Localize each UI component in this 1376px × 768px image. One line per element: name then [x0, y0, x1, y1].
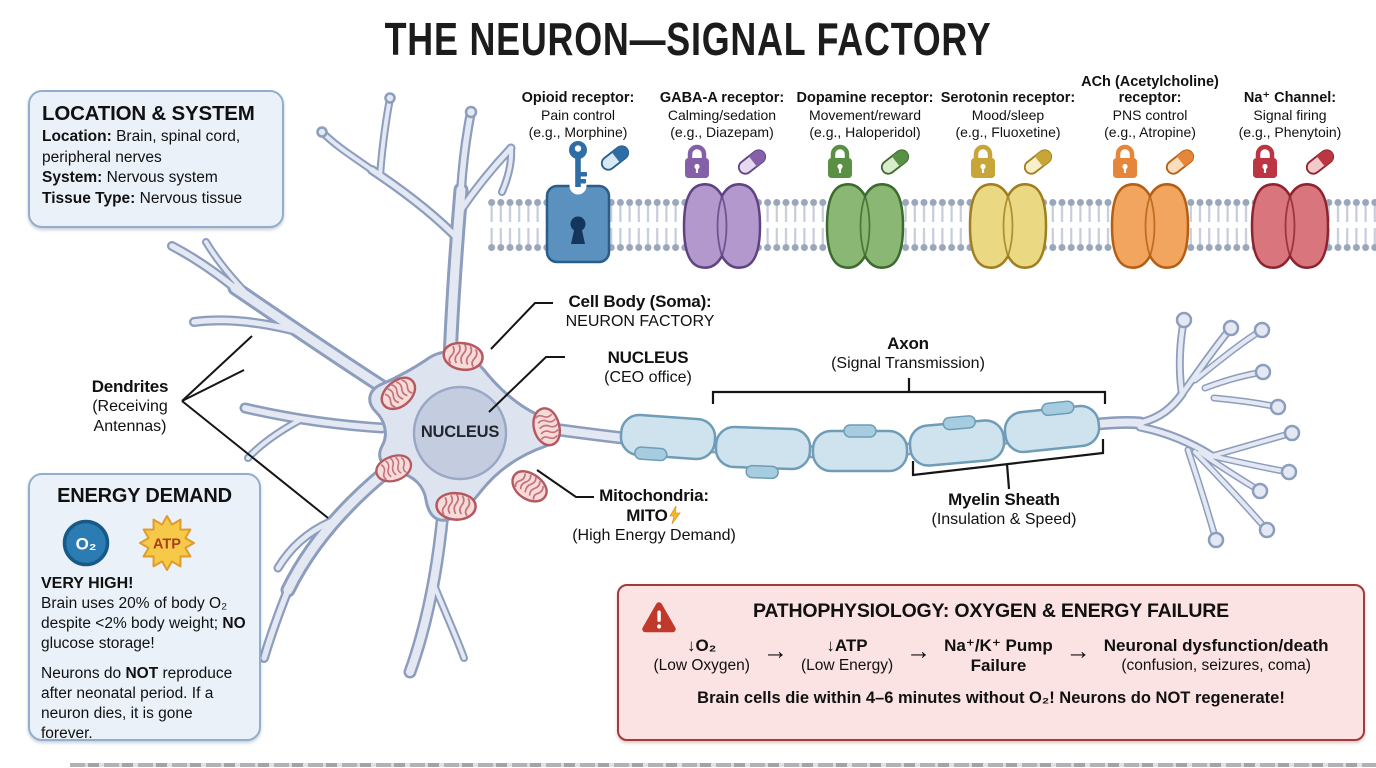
lock-icon: [1253, 144, 1277, 178]
pill-icon: [600, 145, 630, 171]
receptor-name: Serotonin receptor:: [940, 90, 1076, 106]
receptor-column-sodium: Na⁺ Channel: Signal firing (e.g., Phenyt…: [1212, 74, 1368, 289]
receptor-column-ach: ACh (Acetylcholine) receptor: PNS contro…: [1072, 74, 1228, 289]
schwann-knob: [942, 415, 976, 431]
page-title: THE NEURON—SIGNAL FACTORY: [384, 13, 992, 65]
receptor-function: Signal firing: [1253, 107, 1327, 123]
schwann-knob: [745, 464, 779, 480]
lock-icon: [828, 144, 852, 178]
lock-icon: [971, 144, 995, 178]
svg-text:ATP: ATP: [153, 537, 181, 553]
receptor-column-opioid: Opioid receptor: Pain control (e.g., Mor…: [500, 74, 656, 289]
svg-text:O₂: O₂: [76, 535, 97, 554]
panel-title: ENERGY DEMAND: [57, 485, 232, 507]
label-nucleus: NUCLEUS (CEO office): [604, 348, 692, 386]
label-dendrites: Dendrites (Receiving Antennas): [91, 377, 169, 435]
schwann-knob: [1041, 400, 1075, 417]
label-myelin-sheath: Myelin Sheath (Insulation & Speed): [931, 490, 1077, 528]
nucleus-caption: NUCLEUS: [420, 423, 500, 441]
receptor-example: (e.g., Atropine): [1104, 123, 1196, 140]
patho-footer: Brain cells die within 4–6 minutes witho…: [697, 689, 1285, 707]
patho-step: Na⁺/K⁺ Pump Failure: [944, 636, 1053, 675]
warning-icon: [642, 602, 676, 633]
lock-icon: [1113, 144, 1137, 178]
tissue-row: Tissue Type: Nervous tissue: [42, 189, 243, 207]
patho-title: PATHOPHYSIOLOGY: OXYGEN & ENERGY FAILURE: [753, 600, 1229, 622]
energy-demand-panel: ENERGY DEMAND O₂ ATP VERY HIGH! Brain us…: [28, 473, 261, 742]
receptor-function: PNS control: [1112, 107, 1188, 123]
receptor-column-serotonin: Serotonin receptor: Mood/sleep (e.g., Fl…: [930, 74, 1086, 289]
receptor-shape: [1250, 144, 1335, 269]
energy-paragraph-2: Neurons do NOT reproduce after neonatal …: [41, 665, 233, 742]
pill-icon: [737, 149, 767, 175]
myelin-segment: [908, 419, 1006, 467]
receptor-example: (e.g., Morphine): [528, 123, 628, 140]
receptor-name: ACh (Acetylcholine) receptor:: [1081, 74, 1219, 106]
patho-step: ↓O₂ (Low Oxygen): [653, 636, 750, 674]
arrow-icon: →: [762, 637, 788, 665]
cell-membrane: [487, 197, 1376, 253]
label-cell-body: Cell Body (Soma): NEURON FACTORY: [565, 292, 715, 330]
arrow-icon: →: [1065, 637, 1091, 665]
brackets: [711, 378, 1107, 490]
lightning-icon: [668, 505, 681, 525]
pill-icon: [1305, 149, 1335, 175]
mitochondrion: [371, 449, 416, 488]
mitochondrion: [440, 339, 486, 374]
receptor-example: (e.g., Haloperidol): [809, 123, 921, 140]
receptor-name: Na⁺ Channel:: [1243, 90, 1337, 106]
lock-icon: [685, 144, 709, 178]
mitochondrion: [528, 404, 565, 450]
lipid-bilayer: [487, 197, 1376, 253]
myelin-segment: [714, 425, 812, 471]
myelin-segment: [619, 413, 717, 461]
myelin-segment: [1003, 404, 1101, 454]
receptor-shape: [825, 144, 910, 269]
energy-headline: VERY HIGH!: [41, 575, 134, 592]
pathophysiology-panel: PATHOPHYSIOLOGY: OXYGEN & ENERGY FAILURE…: [617, 584, 1365, 741]
receptor-function: Pain control: [541, 107, 615, 123]
mitochondrion: [374, 370, 423, 417]
atp-icon: ATP: [139, 515, 195, 571]
receptor-shape: [545, 141, 630, 264]
key-icon: [569, 141, 587, 187]
patho-flow: ↓O₂ (Low Oxygen) → ↓ATP (Low Energy) → N…: [633, 635, 1349, 676]
myelin-sheath: [619, 400, 1101, 480]
receptor-example: (e.g., Phenytoin): [1238, 123, 1342, 140]
pill-icon: [1023, 149, 1053, 175]
patho-step: ↓ATP (Low Energy): [800, 636, 894, 674]
label-axon: Axon (Signal Transmission): [831, 334, 985, 372]
pill-icon: [1165, 149, 1195, 175]
receptor-name: Dopamine receptor:: [796, 90, 934, 106]
mitochondrion: [505, 464, 554, 509]
mitochondrion: [434, 490, 478, 522]
pill-icon: [880, 149, 910, 175]
receptor-shape: [682, 144, 767, 269]
receptor-example: (e.g., Fluoxetine): [955, 123, 1061, 140]
receptor-function: Movement/reward: [808, 107, 922, 123]
patho-step: Neuronal dysfunction/death (confusion, s…: [1103, 636, 1329, 674]
receptor-column-dopamine: Dopamine receptor: Movement/reward (e.g.…: [787, 74, 943, 289]
cutoff-text-strip: [70, 763, 1376, 767]
receptor-name: Opioid receptor:: [521, 90, 635, 106]
schwann-knob: [634, 446, 668, 462]
receptor-shape: [968, 144, 1053, 269]
label-mitochondria: Mitochondria: MITO (High Energy Demand): [572, 486, 736, 544]
energy-paragraph-1: Brain uses 20% of body O₂ despite <2% bo…: [41, 595, 246, 652]
o2-icon: O₂: [62, 519, 110, 567]
panel-title: LOCATION & SYSTEM: [42, 102, 255, 125]
receptor-shape: [1110, 144, 1195, 269]
location-system-panel: LOCATION & SYSTEM Location: Brain, spina…: [28, 90, 284, 228]
receptor-function: Mood/sleep: [971, 107, 1045, 123]
receptor-column-gaba: GABA-A receptor: Calming/sedation (e.g.,…: [644, 74, 800, 289]
schwann-knob: [843, 424, 877, 438]
system-row: System: Nervous system: [42, 169, 218, 186]
location-row: Location: Brain, spinal cord, peripheral…: [42, 128, 241, 166]
myelin-segment: [811, 429, 909, 473]
arrow-icon: →: [906, 637, 932, 665]
receptor-function: Calming/sedation: [667, 107, 777, 123]
receptor-example: (e.g., Diazepam): [670, 123, 774, 140]
receptor-name: GABA-A receptor:: [659, 90, 785, 106]
